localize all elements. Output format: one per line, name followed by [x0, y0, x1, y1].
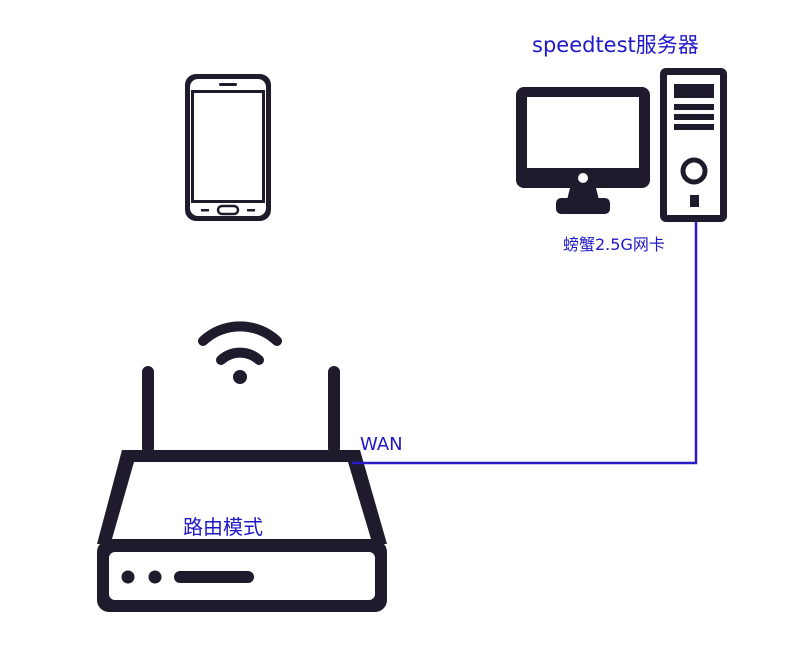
server-label: speedtest服务器 [532, 33, 699, 57]
pc-tower-icon [660, 68, 727, 222]
router-mode-label: 路由模式 [183, 515, 263, 539]
monitor-icon [516, 87, 650, 214]
wan-port-label: WAN [360, 434, 403, 455]
router-icon [97, 366, 387, 612]
wan-connection-line [352, 222, 698, 465]
smartphone-icon [185, 74, 271, 221]
nic-label: 螃蟹2.5G网卡 [563, 235, 665, 254]
wifi-icon [198, 321, 282, 384]
